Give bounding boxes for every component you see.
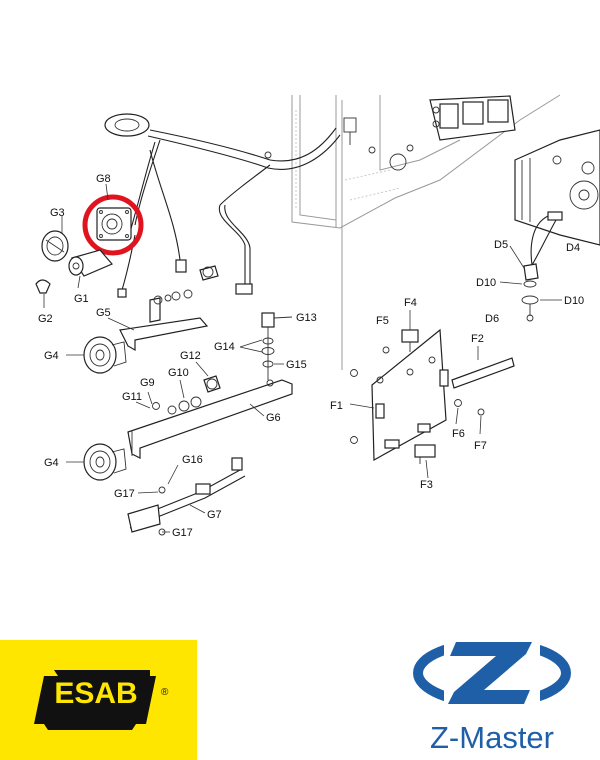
label-g7: G7	[207, 509, 222, 521]
label-g2: G2	[38, 313, 53, 325]
label-g17-upper: G17	[114, 488, 135, 500]
label-d5: D5	[494, 239, 508, 251]
part-labels: G8 G3 G1 G2 G5 G4 G4 G9 G11 G10 G12 G13 …	[38, 173, 584, 539]
f1-control-board	[371, 328, 447, 462]
label-f6: F6	[452, 428, 465, 440]
label-g1: G1	[74, 293, 89, 305]
label-g15: G15	[286, 359, 307, 371]
d5-d10-hardware	[521, 263, 539, 322]
label-g4-upper: G4	[44, 350, 59, 362]
chassis-frame	[291, 94, 561, 370]
label-f4: F4	[404, 297, 417, 309]
label-d4: D4	[566, 242, 580, 254]
parts-exploded-diagram: G8 G3 G1 G2 G5 G4 G4 G9 G11 G10 G12 G13 …	[35, 94, 600, 539]
label-g10: G10	[168, 367, 189, 379]
power-module	[429, 95, 516, 141]
esab-registered-mark: ®	[161, 687, 169, 698]
g4-wheel-lower	[83, 443, 127, 481]
f3-cable	[414, 444, 436, 464]
f-screws	[350, 346, 485, 444]
label-d6: D6	[485, 313, 499, 325]
f2-ribbon-cable	[439, 357, 515, 389]
label-g4-lower: G4	[44, 457, 59, 469]
zmaster-logo-mark	[413, 638, 571, 708]
label-g17-lower: G17	[172, 527, 193, 539]
label-g14: G14	[214, 341, 235, 353]
g3-knob	[41, 230, 69, 262]
g8-highlight-circle	[82, 194, 144, 256]
label-f3: F3	[420, 479, 433, 491]
g9-g11-hardware	[152, 375, 221, 415]
label-d10-right: D10	[564, 295, 584, 307]
label-f5: F5	[376, 315, 389, 327]
g4-wheel-upper	[83, 336, 127, 374]
label-d10-left: D10	[476, 277, 496, 289]
esab-wordmark: ESAB	[54, 677, 138, 710]
leader-lines	[43, 183, 562, 533]
label-g11: G11	[122, 391, 142, 403]
g7-sensor-cable	[127, 457, 246, 536]
g2-cap	[35, 279, 51, 294]
g8-connector	[96, 207, 132, 241]
label-f1: F1	[330, 400, 343, 412]
label-g8: G8	[96, 173, 111, 185]
label-g16: G16	[182, 454, 203, 466]
label-f7: F7	[474, 440, 487, 452]
wiring-harness	[104, 113, 341, 298]
g1-potentiometer	[68, 249, 113, 277]
g5-bracket	[119, 265, 219, 352]
esab-logo	[0, 640, 197, 760]
label-g3: G3	[50, 207, 65, 219]
label-g13: G13	[296, 312, 317, 324]
label-g12: G12	[180, 350, 201, 362]
g6-bracket	[127, 379, 293, 459]
g13-g15-standoff	[261, 312, 293, 380]
zmaster-wordmark: Z-Master	[430, 720, 554, 755]
label-g9: G9	[140, 377, 155, 389]
label-f2: F2	[471, 333, 484, 345]
d4-heatsink-assembly	[514, 129, 600, 266]
label-g5: G5	[96, 307, 111, 319]
label-g6: G6	[266, 412, 281, 424]
